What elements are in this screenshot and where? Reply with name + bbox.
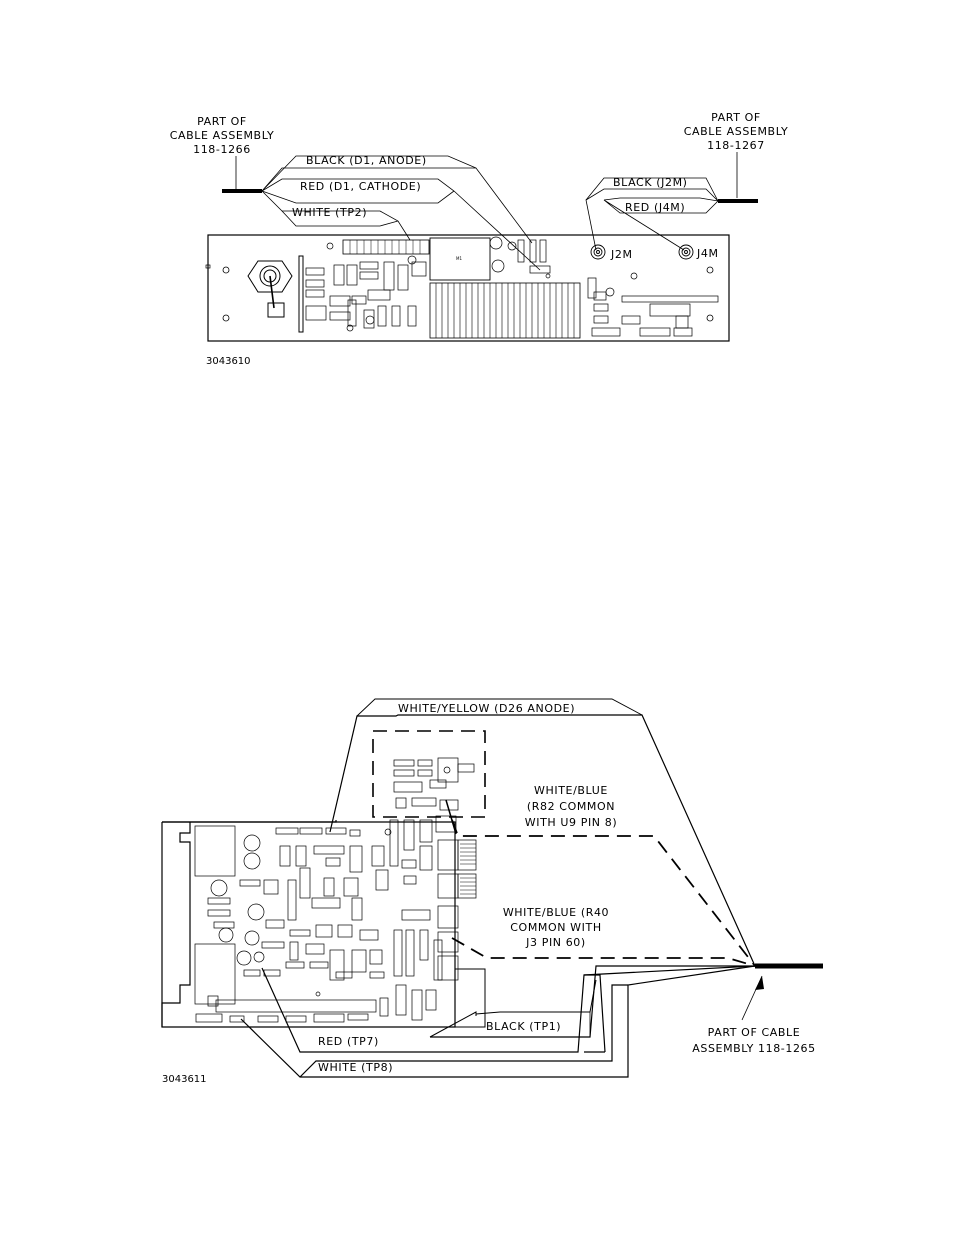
- label-white-blue-r82-line2: (R82 COMMON: [527, 800, 615, 813]
- label-cable-assembly-line1: PART OF CABLE: [708, 1026, 801, 1039]
- wire-black-d1: [261, 167, 533, 244]
- figure-id-top: 3043610: [206, 356, 251, 367]
- top-wiring-diagram: PART OF CABLE ASSEMBLY 118-1266 PART OF …: [170, 111, 789, 367]
- module-m1: [429, 237, 491, 281]
- label-white-tp2: WHITE (TP2): [292, 206, 367, 219]
- left-cable-label-line3: 118-1266: [193, 143, 251, 156]
- top-pcb-outline: [207, 234, 730, 342]
- wire-black-j2m: [585, 188, 719, 251]
- m1-ref: M1: [456, 256, 462, 261]
- top-pcb-mounting-holes: [222, 266, 714, 322]
- left-cable-label-line2: CABLE ASSEMBLY: [170, 129, 275, 142]
- label-red-tp7: RED (TP7): [318, 1035, 379, 1048]
- wire-white-blue-r40: [451, 937, 756, 967]
- label-j2m: J2M: [610, 248, 633, 261]
- wire-white-tp8: [240, 965, 756, 1078]
- bottom-pcb-outline: [161, 821, 456, 1028]
- dashed-subassembly: [372, 730, 486, 818]
- wire-black-tp1: [430, 965, 755, 1038]
- right-cable-label-line1: PART OF: [711, 111, 761, 124]
- header-strip: [342, 239, 430, 255]
- label-black-j2m: BLACK (J2M): [613, 176, 688, 189]
- label-j4m: J4M: [696, 247, 719, 260]
- bottom-wiring-diagram: WHITE/YELLOW (D26 ANODE) WHITE/BLUE (R82…: [161, 698, 823, 1085]
- wire-red-tp7: [261, 965, 756, 1053]
- left-cable-label-line1: PART OF: [197, 115, 247, 128]
- hex-connector: [247, 255, 304, 333]
- terminal-j2m: [590, 244, 606, 260]
- wire-red-j4m: [603, 199, 719, 251]
- label-white-blue-r40-line2: COMMON WITH: [510, 921, 601, 934]
- label-white-blue-r82-line1: WHITE/BLUE: [534, 784, 608, 797]
- left-wire-tags: [261, 155, 541, 271]
- figure-id-bottom: 3043611: [162, 1074, 207, 1085]
- right-cable-label-line2: CABLE ASSEMBLY: [684, 125, 789, 138]
- bottom-pcb-components: [194, 757, 477, 1023]
- heatsink: [429, 282, 581, 339]
- terminal-j4m: [678, 244, 694, 260]
- right-cable-label-line3: 118-1267: [707, 139, 765, 152]
- wire-red-d1: [261, 178, 541, 271]
- label-red-j4m: RED (J4M): [625, 201, 685, 214]
- label-white-blue-r40-line1: WHITE/BLUE (R40: [503, 906, 609, 919]
- label-white-tp8: WHITE (TP8): [318, 1061, 393, 1074]
- label-cable-assembly-line2: ASSEMBLY 118-1265: [692, 1042, 816, 1055]
- top-pcb-components: [205, 236, 719, 337]
- wire-white-tp2: [261, 190, 411, 241]
- heatsink-fins: [435, 283, 575, 338]
- right-wire-tags: [585, 177, 719, 251]
- label-red-d1: RED (D1, CATHODE): [300, 180, 421, 193]
- label-white-blue-r82-line3: WITH U9 PIN 8): [525, 816, 617, 829]
- wire-white-blue-r82: [451, 819, 756, 967]
- label-white-blue-r40-line3: J3 PIN 60): [525, 936, 586, 949]
- label-black-d1: BLACK (D1, ANODE): [306, 154, 427, 167]
- label-black-tp1: BLACK (TP1): [486, 1020, 561, 1033]
- label-white-yellow: WHITE/YELLOW (D26 ANODE): [398, 702, 575, 715]
